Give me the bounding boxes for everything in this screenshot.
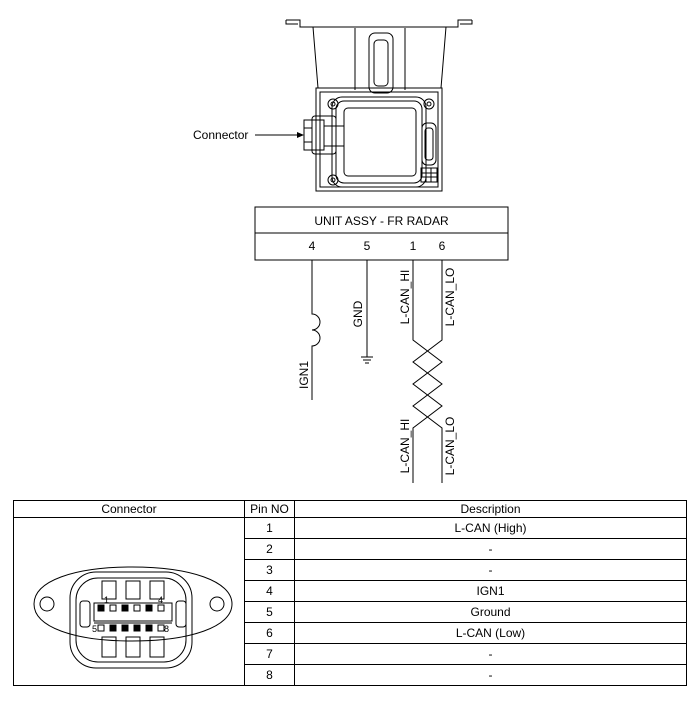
- pin-no-cell: 5: [244, 601, 295, 623]
- wire-ign1: [311, 260, 321, 400]
- pin-table: Connector Pin NO Description: [13, 500, 687, 686]
- connector-callout-label: Connector: [193, 128, 249, 142]
- header-pin-no: Pin NO: [244, 500, 295, 518]
- pin-no-cell: 2: [244, 538, 295, 560]
- wire-label-lcan-hi-lower: L-CAN_HI: [398, 418, 412, 474]
- pin-label-4: 4: [308, 239, 316, 253]
- pin-label-1: 1: [409, 239, 417, 253]
- wire-label-lcan-lo-lower: L-CAN_LO: [443, 416, 457, 476]
- radar-unit-illustration: [285, 19, 473, 192]
- connector-pin-5-label: 5: [92, 624, 98, 634]
- connector-pin-8-label: 8: [164, 624, 170, 634]
- connector-face-cell: 1 4 5 8: [13, 517, 245, 686]
- header-description: Description: [294, 500, 687, 518]
- pin-label-5: 5: [363, 239, 371, 253]
- table-row: 8 -: [14, 664, 687, 686]
- table-row: 1 4 5 8 1 L-CAN (High): [13, 517, 687, 686]
- pin-label-6: 6: [438, 239, 446, 253]
- description-cell: -: [294, 643, 687, 665]
- pin-table-header: Connector Pin NO Description: [13, 500, 687, 518]
- wire-label-lcan-hi-upper: L-CAN_HI: [398, 269, 412, 325]
- wire-label-lcan-lo-upper: L-CAN_LO: [443, 267, 457, 327]
- description-cell: -: [294, 559, 687, 581]
- ground-symbol: [361, 356, 373, 364]
- connector-pin-4-label: 4: [158, 595, 164, 605]
- table-row: 6 L-CAN (Low): [14, 622, 687, 644]
- description-cell: IGN1: [294, 580, 687, 602]
- pin-no-cell: 8: [244, 664, 295, 686]
- wire-lcan-hi: [412, 260, 443, 483]
- pin-no-cell: 7: [244, 643, 295, 665]
- description-cell: L-CAN (Low): [294, 622, 687, 644]
- pin-no-cell: 3: [244, 559, 295, 581]
- callout-arrowhead: [297, 132, 304, 138]
- connector-face-drawing: [33, 565, 233, 668]
- wire-label-ign1: IGN1: [297, 360, 311, 390]
- pin-no-cell: 4: [244, 580, 295, 602]
- table-row: 5 Ground: [14, 601, 687, 623]
- connector-pin-1-label: 1: [104, 595, 110, 605]
- wire-lcan-lo: [412, 260, 443, 483]
- description-cell: -: [294, 664, 687, 686]
- pin-no-cell: 1: [244, 517, 295, 539]
- wiring-diagram: [254, 19, 509, 483]
- description-cell: -: [294, 538, 687, 560]
- header-connector: Connector: [13, 500, 245, 518]
- wire-label-gnd: GND: [351, 300, 365, 328]
- table-row: 4 IGN1: [14, 580, 687, 602]
- description-cell: Ground: [294, 601, 687, 623]
- pin-no-cell: 6: [244, 622, 295, 644]
- description-cell: L-CAN (High): [294, 517, 687, 539]
- unit-assy-title: UNIT ASSY - FR RADAR: [314, 214, 449, 228]
